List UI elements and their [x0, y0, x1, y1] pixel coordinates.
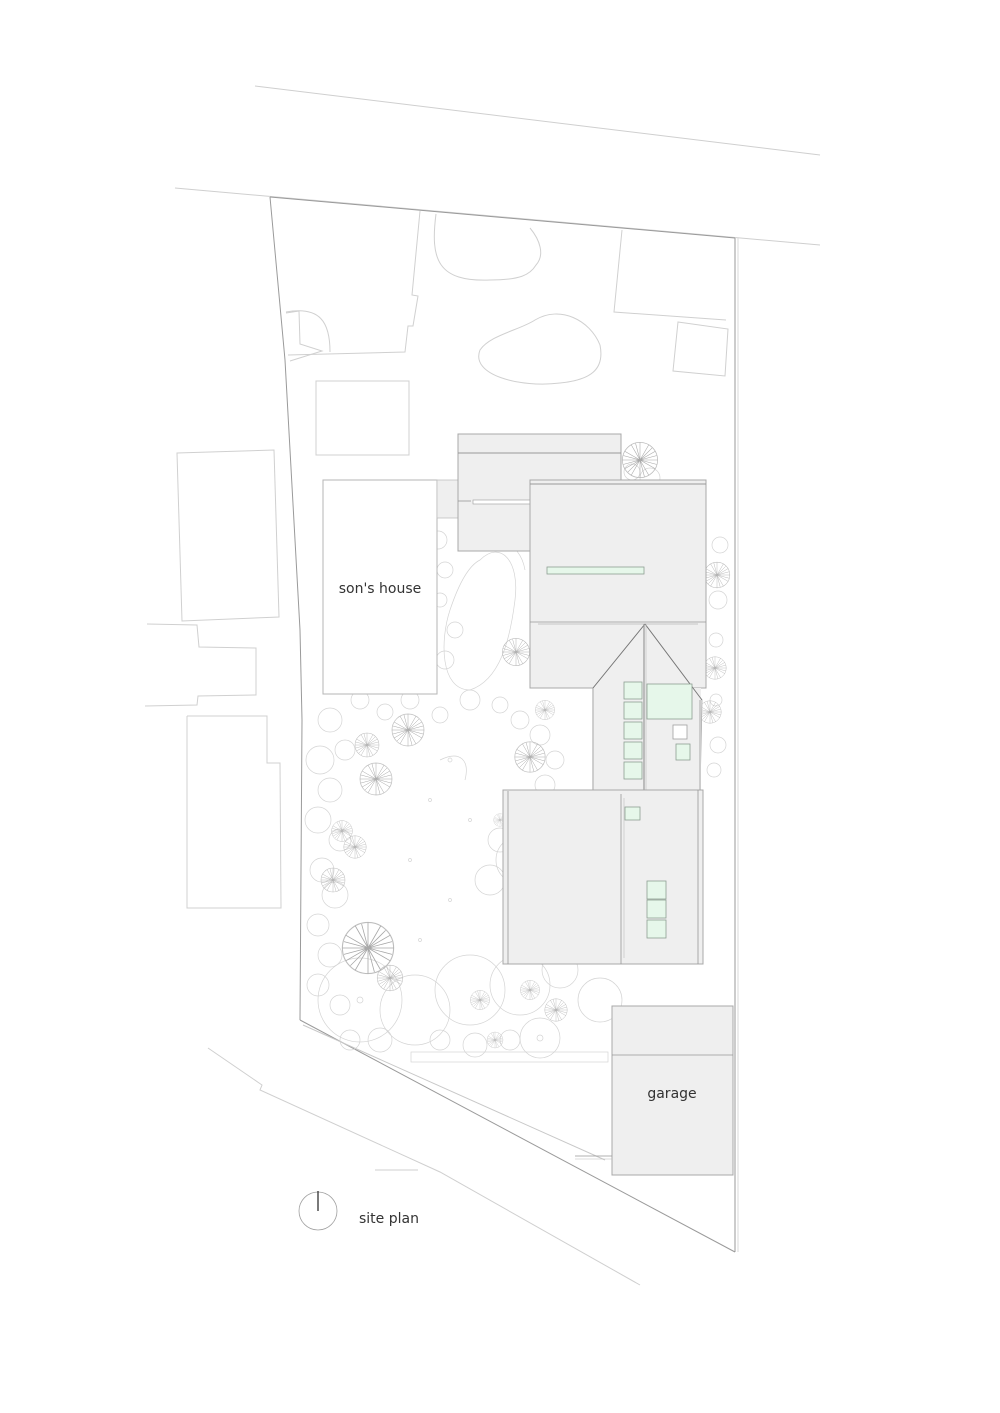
surrounding-roads — [174, 85, 821, 1286]
skylights-row — [623, 681, 693, 780]
skylights-south — [624, 806, 667, 939]
north-arrow-icon — [298, 1191, 338, 1231]
neighbouring-buildings — [144, 210, 729, 909]
skylight-strip — [546, 566, 645, 575]
main-house-south-wing[interactable] — [502, 789, 704, 965]
label-sons-house: son's house — [339, 581, 422, 597]
garage[interactable] — [575, 1005, 734, 1176]
label-garage: garage — [647, 1086, 696, 1102]
skylight-white — [672, 724, 688, 740]
sons-house[interactable] — [322, 479, 460, 695]
main-house-central-block[interactable] — [529, 479, 707, 689]
drawing-title: site plan — [359, 1211, 419, 1227]
site-boundary — [269, 196, 739, 1253]
